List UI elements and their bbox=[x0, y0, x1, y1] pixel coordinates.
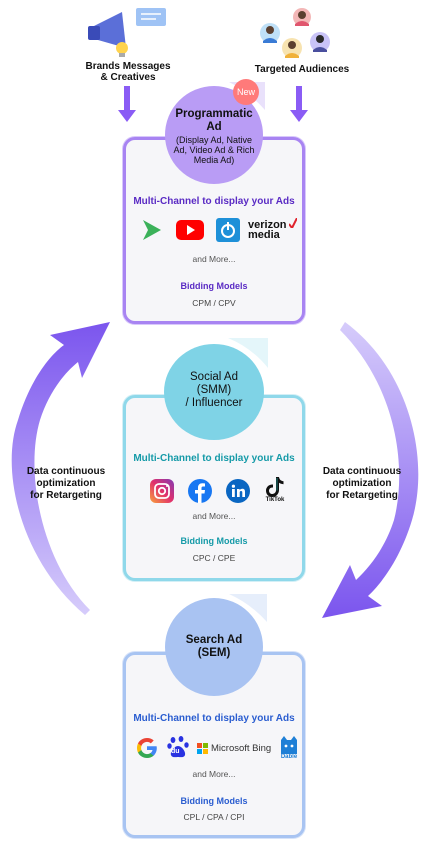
programmatic-subtitle-2: Ad, Video Ad & Rich bbox=[173, 145, 255, 155]
tiktok-label: TikTok bbox=[265, 497, 285, 503]
brands-messages-label: Brands Messages & Creatives bbox=[85, 61, 171, 83]
right-down-arrow bbox=[290, 86, 308, 122]
page-curl-icon bbox=[228, 338, 268, 368]
programmatic-title-ad: Ad bbox=[206, 121, 222, 133]
social-title-1: Social Ad bbox=[190, 371, 238, 383]
programmatic-title: Programmatic bbox=[175, 108, 253, 120]
search-title-1: Search Ad bbox=[185, 634, 243, 646]
bidding-models-value: CPM / CPV bbox=[192, 298, 236, 308]
verizon-media-logo: verizon media bbox=[248, 218, 298, 242]
social-title-2: (SMM) bbox=[196, 384, 232, 396]
search-title-2: (SEM) bbox=[197, 647, 231, 659]
multichannel-label: Multi-Channel to display your Ads bbox=[133, 713, 295, 724]
bidding-models-value: CPL / CPA / CPI bbox=[183, 812, 245, 822]
right-retargeting-text: Data continuous optimization for Retarge… bbox=[322, 466, 402, 501]
media-label: media bbox=[248, 229, 280, 241]
dable-icon: Dable bbox=[277, 734, 301, 762]
bidding-models-value: CPC / CPE bbox=[192, 553, 236, 563]
youtube-icon bbox=[176, 220, 204, 240]
linkedin-icon bbox=[225, 478, 251, 504]
tiktok-icon: TikTok bbox=[262, 474, 288, 506]
baidu-icon: du bbox=[166, 734, 190, 760]
bidding-models-label: Bidding Models bbox=[180, 536, 248, 546]
google-icon bbox=[134, 735, 160, 761]
page-curl-icon bbox=[229, 594, 267, 622]
social-ad-circle: Social Ad (SMM) / Influencer bbox=[164, 338, 268, 440]
right-cycle-arrow bbox=[322, 322, 419, 618]
power-icon bbox=[215, 217, 241, 243]
audience-illustration bbox=[256, 6, 334, 60]
multichannel-label: Multi-Channel to display your Ads bbox=[133, 196, 295, 207]
microsoft-icon bbox=[197, 742, 208, 754]
microsoft-bing-logo: Microsoft Bing bbox=[197, 741, 275, 755]
new-badge: New bbox=[233, 79, 259, 105]
instagram-icon bbox=[149, 478, 175, 504]
programmatic-subtitle-3: Media Ad) bbox=[193, 155, 235, 165]
multichannel-label: Multi-Channel to display your Ads bbox=[133, 453, 295, 464]
social-title-3: / Influencer bbox=[185, 397, 243, 409]
facebook-icon bbox=[187, 478, 213, 504]
megaphone-illustration bbox=[84, 4, 174, 60]
more-label: and More... bbox=[192, 254, 236, 264]
left-cycle-arrow bbox=[11, 322, 110, 615]
search-ad-circle: Search Ad (SEM) bbox=[165, 594, 267, 696]
more-label: and More... bbox=[192, 511, 236, 521]
verizon-label: verizon bbox=[248, 219, 287, 231]
baidu-label: du bbox=[171, 748, 180, 755]
bing-label: Microsoft Bing bbox=[211, 742, 272, 754]
chat-bubble-icon bbox=[136, 8, 166, 26]
left-retargeting-text: Data continuous optimization for Retarge… bbox=[26, 466, 106, 501]
dable-label: Dable bbox=[280, 754, 298, 760]
programmatic-subtitle-1: (Display Ad, Native bbox=[175, 135, 253, 145]
social-ad-card: Multi-Channel to display your Ads TikTok… bbox=[123, 395, 305, 581]
bidding-models-label: Bidding Models bbox=[180, 796, 248, 806]
more-label: and More... bbox=[192, 769, 236, 779]
left-down-arrow bbox=[118, 86, 136, 122]
play-arrow-icon bbox=[138, 217, 164, 243]
bidding-models-label: Bidding Models bbox=[180, 281, 248, 291]
targeted-audiences-label: Targeted Audiences bbox=[254, 64, 350, 75]
